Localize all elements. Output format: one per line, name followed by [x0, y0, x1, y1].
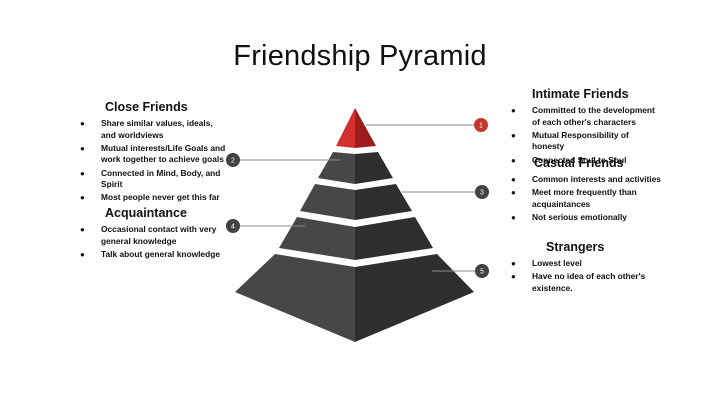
marker-3: 3: [475, 185, 489, 199]
marker-4: 4: [226, 219, 240, 233]
strangers-block: Strangers ●Lowest level ●Have no idea of…: [511, 240, 662, 296]
marker-1: 1: [474, 118, 488, 132]
list-item: ●Share similar values, ideals, and world…: [80, 118, 213, 140]
marker-2-label: 2: [231, 158, 235, 165]
list-item: ●Most people never get this far: [80, 192, 220, 203]
intimate-friends-block: Intimate Friends ●Committed to the devel…: [511, 87, 662, 168]
intimate-friends-list: ●Committed to the development of each ot…: [511, 105, 662, 166]
tier-4-right: [355, 217, 433, 260]
list-item: ●Occasional contact with very general kn…: [80, 224, 217, 246]
marker-5: 5: [475, 264, 489, 278]
list-item: ●Connected in Mind, Body, and Spirit: [80, 167, 221, 190]
close-friends-list: ●Share similar values, ideals, and world…: [80, 118, 229, 204]
tier-3-left: [300, 184, 355, 220]
marker-3-label: 3: [480, 190, 484, 197]
acquaintance-block: Acquaintance ●Occasional contact with ve…: [80, 206, 229, 262]
connector-lines: [236, 124, 480, 272]
tier-2-left: [318, 152, 355, 184]
strangers-list: ●Lowest level ●Have no idea of each othe…: [511, 258, 662, 294]
tier-2-right: [355, 152, 393, 184]
tier-1-right: [355, 108, 376, 148]
casual-friends-list: ●Common interests and activities ●Meet m…: [511, 174, 662, 224]
close-friends-block: Close Friends ●Share similar values, ide…: [80, 100, 229, 206]
acquaintance-heading: Acquaintance: [105, 206, 187, 220]
acquaintance-list: ●Occasional contact with very general kn…: [80, 224, 229, 260]
list-item: ●Have no idea of each other's existence.: [511, 271, 646, 293]
intimate-friends-heading: Intimate Friends: [532, 87, 629, 101]
casual-friends-block: Casual Friends ●Common interests and act…: [511, 156, 662, 225]
marker-2: 2: [226, 153, 240, 167]
pyramid: [235, 108, 474, 342]
list-item: ●Connected Soul to Soul: [511, 154, 627, 165]
list-item: ●Meet more frequently than acquaintances: [511, 187, 637, 209]
list-item: ●Common interests and activities: [511, 174, 661, 184]
list-item: ●Mutual interests/Life Goals and work to…: [80, 142, 226, 165]
casual-friends-heading: Casual Friends: [534, 156, 624, 170]
marker-1-label: 1: [479, 123, 483, 130]
list-item: ●Committed to the development of each ot…: [511, 105, 655, 127]
strangers-heading: Strangers: [546, 240, 605, 254]
tier-4-left: [279, 217, 355, 260]
tier-1-left: [336, 108, 355, 148]
marker-5-label: 5: [480, 269, 484, 276]
tier-5-right: [355, 254, 474, 342]
list-item: ●Lowest level: [511, 258, 582, 268]
close-friends-heading: Close Friends: [105, 100, 188, 114]
list-item: ●Mutual Responsibility of honesty: [511, 129, 629, 152]
list-item: ●Talk about general knowledge: [80, 248, 220, 259]
tier-3-right: [355, 184, 412, 220]
marker-4-label: 4: [231, 224, 235, 231]
page-title: Friendship Pyramid: [233, 40, 487, 72]
list-item: ●Not serious emotionally: [511, 211, 627, 222]
tier-5-left: [235, 254, 355, 342]
